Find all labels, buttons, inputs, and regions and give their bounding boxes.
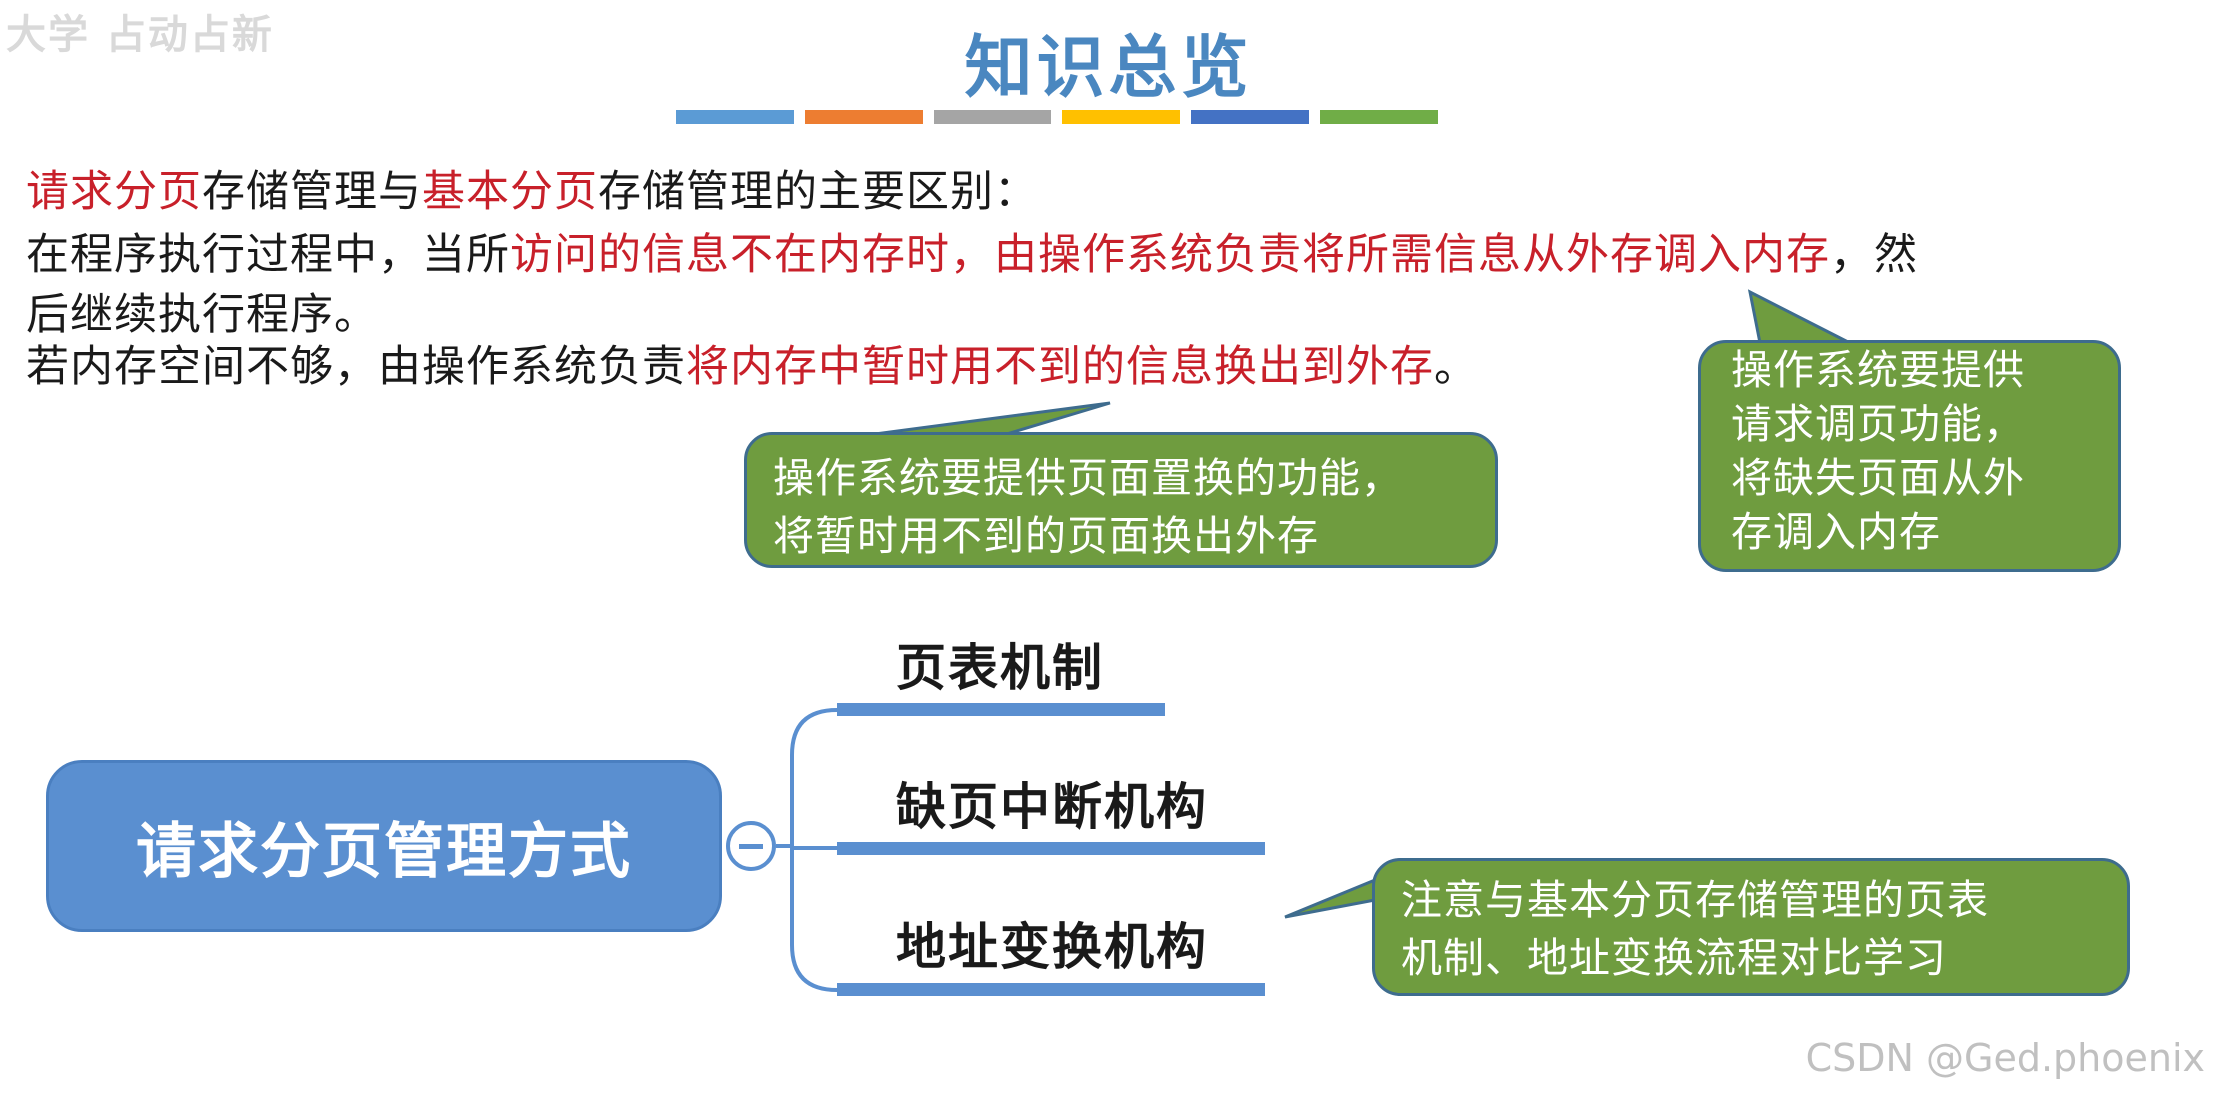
title-bar (933, 110, 1052, 124)
plain-text: 。 (1434, 342, 1478, 392)
highlight-text: 将内存中暂时用不到的信息换出到外存 (686, 342, 1434, 392)
plain-text: 存储管理与 (202, 167, 422, 217)
highlight-text: 请求分页 (26, 167, 202, 217)
minus-circle-icon[interactable] (726, 821, 776, 871)
branch-underline (837, 842, 1265, 855)
mindmap-branch-page-table[interactable]: 页表机制 (896, 639, 1104, 697)
title-bar (1320, 110, 1438, 124)
callout-demand-paging: 操作系统要提供 请求调页功能， 将缺失页面从外 存调入内存 (1698, 340, 2121, 572)
csdn-watermark: CSDN @Ged.phoenix (1805, 1036, 2205, 1080)
title-bar (804, 110, 923, 124)
plain-text: ，然 (1830, 230, 1918, 280)
title-color-bars (676, 110, 1438, 124)
plain-text: 存储管理的主要区别： (598, 167, 1038, 217)
branch-underline (837, 703, 1165, 716)
top-left-watermark: 大学 占动占新 (6, 12, 274, 58)
highlight-text: 基本分页 (422, 167, 598, 217)
title-bar (1191, 110, 1310, 124)
callout-text: 注意与基本分页存储管理的页表 机制、地址变换流程对比学习 (1401, 876, 1989, 982)
callout-text: 操作系统要提供 请求调页功能， 将缺失页面从外 存调入内存 (1731, 346, 2025, 556)
plain-text: 在程序执行过程中，当所 (26, 230, 510, 280)
callout-page-replacement: 操作系统要提供页面置换的功能， 将暂时用不到的页面换出外存 (744, 432, 1498, 568)
title-bar (1062, 110, 1181, 124)
page-title: 知识总览 (964, 29, 1253, 108)
paragraph-difference-heading: 请求分页存储管理与基本分页存储管理的主要区别： (26, 162, 1038, 222)
paragraph-page-out: 若内存空间不够，由操作系统负责将内存中暂时用不到的信息换出到外存。 (26, 337, 1478, 397)
title-bar (676, 110, 794, 124)
callout-text: 操作系统要提供页面置换的功能， 将暂时用不到的页面换出外存 (773, 454, 1403, 560)
mindmap-branch-page-fault[interactable]: 缺页中断机构 (896, 778, 1208, 836)
paragraph-page-in: 在程序执行过程中，当所访问的信息不在内存时，由操作系统负责将所需信息从外存调入内… (26, 225, 1918, 285)
plain-text: 若内存空间不够，由操作系统负责 (26, 342, 686, 392)
highlight-text: 访问的信息不在内存时，由操作系统负责将所需信息从外存调入内存 (510, 230, 1830, 280)
branch-underline (837, 983, 1265, 996)
mindmap-root-node[interactable]: 请求分页管理方式 (46, 760, 722, 932)
paragraph-page-in-continued: 后继续执行程序。 (26, 290, 378, 340)
callout-compare-basic-paging: 注意与基本分页存储管理的页表 机制、地址变换流程对比学习 (1372, 858, 2130, 996)
mindmap-branch-address-translation[interactable]: 地址变换机构 (896, 918, 1208, 976)
